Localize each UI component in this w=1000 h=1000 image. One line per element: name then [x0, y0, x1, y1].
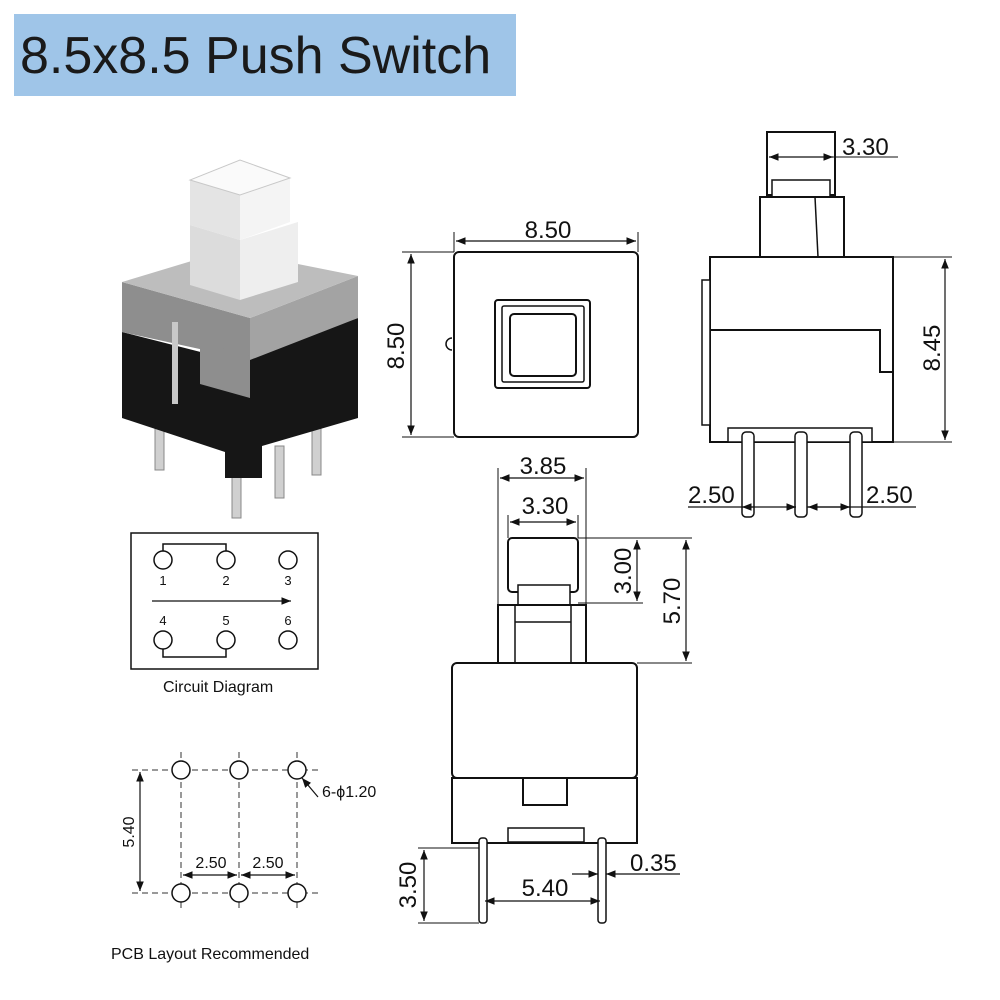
front-cap-width-label: 3.30 — [522, 493, 569, 520]
pcb-caption: PCB Layout Recommended — [111, 946, 310, 963]
top-view — [402, 232, 639, 438]
pin-label-2: 2 — [222, 573, 229, 588]
top-height-label: 8.50 — [383, 323, 410, 370]
front-view — [418, 468, 692, 924]
pin-label-6: 6 — [284, 613, 291, 628]
circuit-caption: Circuit Diagram — [163, 679, 274, 696]
pcb-layout — [132, 752, 319, 910]
side-pitch-right-label: 2.50 — [866, 482, 913, 509]
switch-3d-render — [122, 159, 358, 519]
pin-label-4: 4 — [159, 613, 166, 628]
pcb-row-spacing-label: 5.40 — [121, 816, 138, 847]
circuit-diagram — [130, 532, 319, 670]
front-cap-height-label: 3.00 — [610, 548, 637, 595]
side-pitch-left-label: 2.50 — [688, 482, 735, 509]
front-pin-span-label: 5.40 — [522, 875, 569, 902]
pin-label-1: 1 — [159, 573, 166, 588]
pcb-pitch-1-label: 2.50 — [195, 855, 226, 872]
front-stem-height-label: 5.70 — [659, 578, 686, 625]
side-view — [688, 131, 952, 518]
page-title: 8.5x8.5 Push Switch — [20, 27, 492, 85]
top-width-label: 8.50 — [525, 217, 572, 244]
pin-label-3: 3 — [284, 573, 291, 588]
title-banner — [14, 14, 516, 96]
pin-label-5: 5 — [222, 613, 229, 628]
pcb-holes-label: 6-ϕ1.20 — [322, 784, 376, 801]
front-pin-thickness-label: 0.35 — [630, 850, 677, 877]
side-height-label: 8.45 — [919, 325, 946, 372]
front-stem-width-label: 3.85 — [520, 453, 567, 480]
side-cap-width-label: 3.30 — [842, 134, 889, 161]
pcb-pitch-2-label: 2.50 — [252, 855, 283, 872]
front-pin-length-label: 3.50 — [395, 862, 422, 909]
